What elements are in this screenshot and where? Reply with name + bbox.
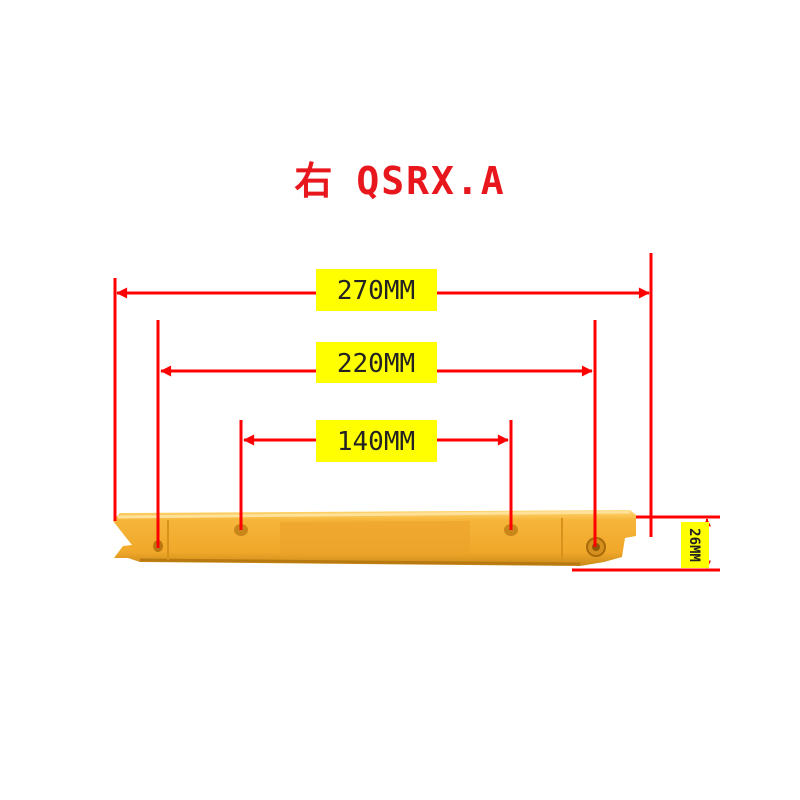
label-hole-outer-spacing: 220MM — [337, 349, 415, 379]
label-hole-inner-spacing: 140MM — [337, 427, 415, 457]
part-illustration — [113, 510, 636, 566]
dimension-label-outer: 220MM — [316, 342, 437, 383]
label-background — [316, 269, 437, 311]
title-model: QSRX.A — [356, 159, 506, 203]
label-overall-length: 270MM — [337, 276, 415, 306]
product-title: 右 QSRX.A — [0, 150, 800, 205]
extension-lines — [113, 253, 720, 572]
label-background — [316, 342, 437, 383]
label-background — [316, 420, 437, 462]
dimension-label-inner: 140MM — [316, 420, 437, 462]
part-top-edge — [117, 510, 631, 519]
dimension-label-height: 26MM — [681, 522, 709, 568]
label-height: 26MM — [686, 528, 702, 562]
part-bottom-shadow — [139, 558, 581, 566]
part-recess — [280, 521, 470, 555]
title-prefix: 右 — [294, 159, 335, 203]
label-background — [681, 522, 709, 568]
dimension-label-overall: 270MM — [316, 269, 437, 311]
